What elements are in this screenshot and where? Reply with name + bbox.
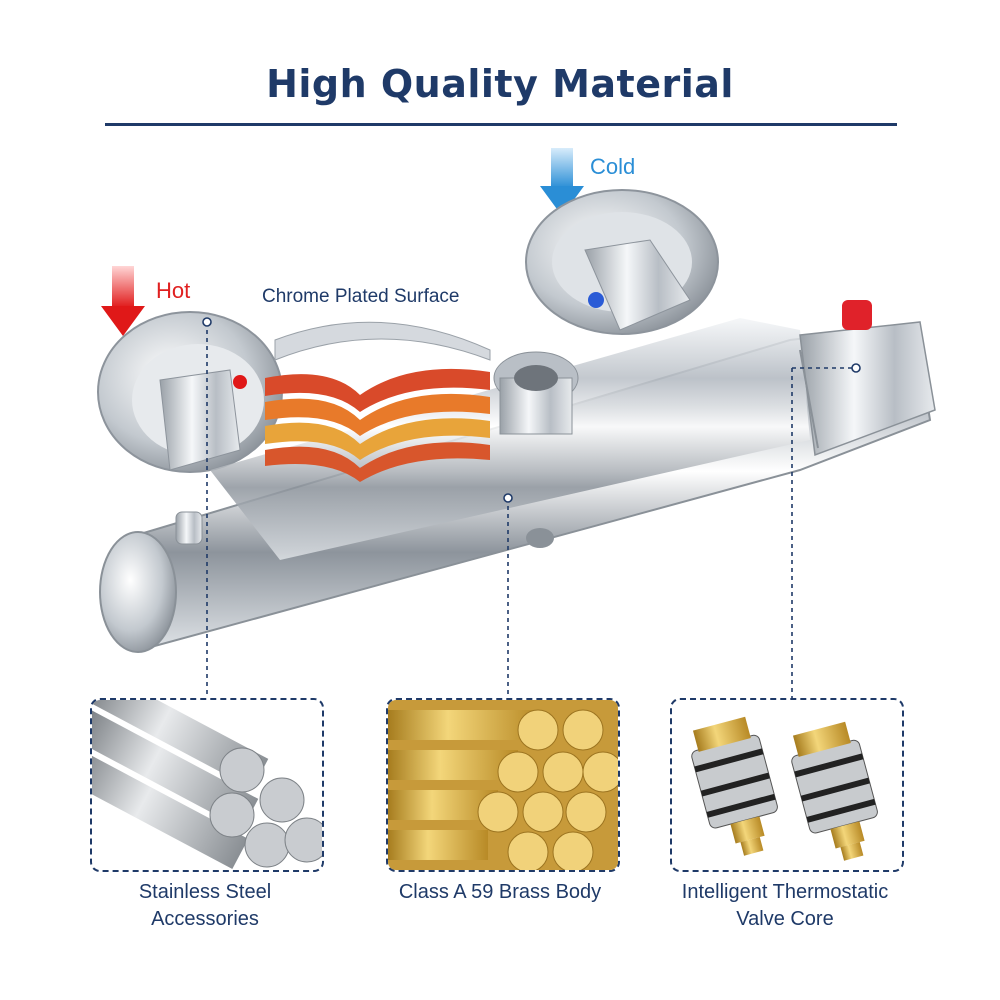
caption-line: Intelligent Thermostatic [681,881,889,903]
stainless-steel-caption: Stainless Steel Accessories [95,879,315,933]
page-title: High Quality Material [266,62,734,106]
leader-dots [202,317,861,503]
hot-inlet-connector [97,311,283,473]
caption-line: Accessories [151,908,259,930]
brass-rods-icon [388,700,618,870]
hot-arrow-icon [101,266,145,336]
brass-body-caption: Class A 59 Brass Body [370,879,630,906]
valve-core-icon [691,716,878,861]
steel-rods-icon [92,700,322,869]
cold-inlet-connector [525,189,719,335]
caption-line: Class A 59 Brass Body [398,881,602,903]
stainless-steel-panel [90,698,324,872]
caption-line: Valve Core [736,908,834,930]
cold-label: Cold [590,154,636,179]
hot-label: Hot [156,278,191,303]
brass-body-panel [386,698,620,872]
valve-core-panel [670,698,904,872]
chrome-surface-label: Chrome Plated Surface [262,286,460,307]
chrome-layer-cutaway [265,321,491,482]
title-divider [105,123,897,126]
cold-arrow-icon [540,148,584,216]
leader-lines [206,322,856,698]
valve-core-caption: Intelligent Thermostatic Valve Core [660,879,910,933]
valve-body [99,300,936,653]
caption-line: Stainless Steel [138,881,272,903]
